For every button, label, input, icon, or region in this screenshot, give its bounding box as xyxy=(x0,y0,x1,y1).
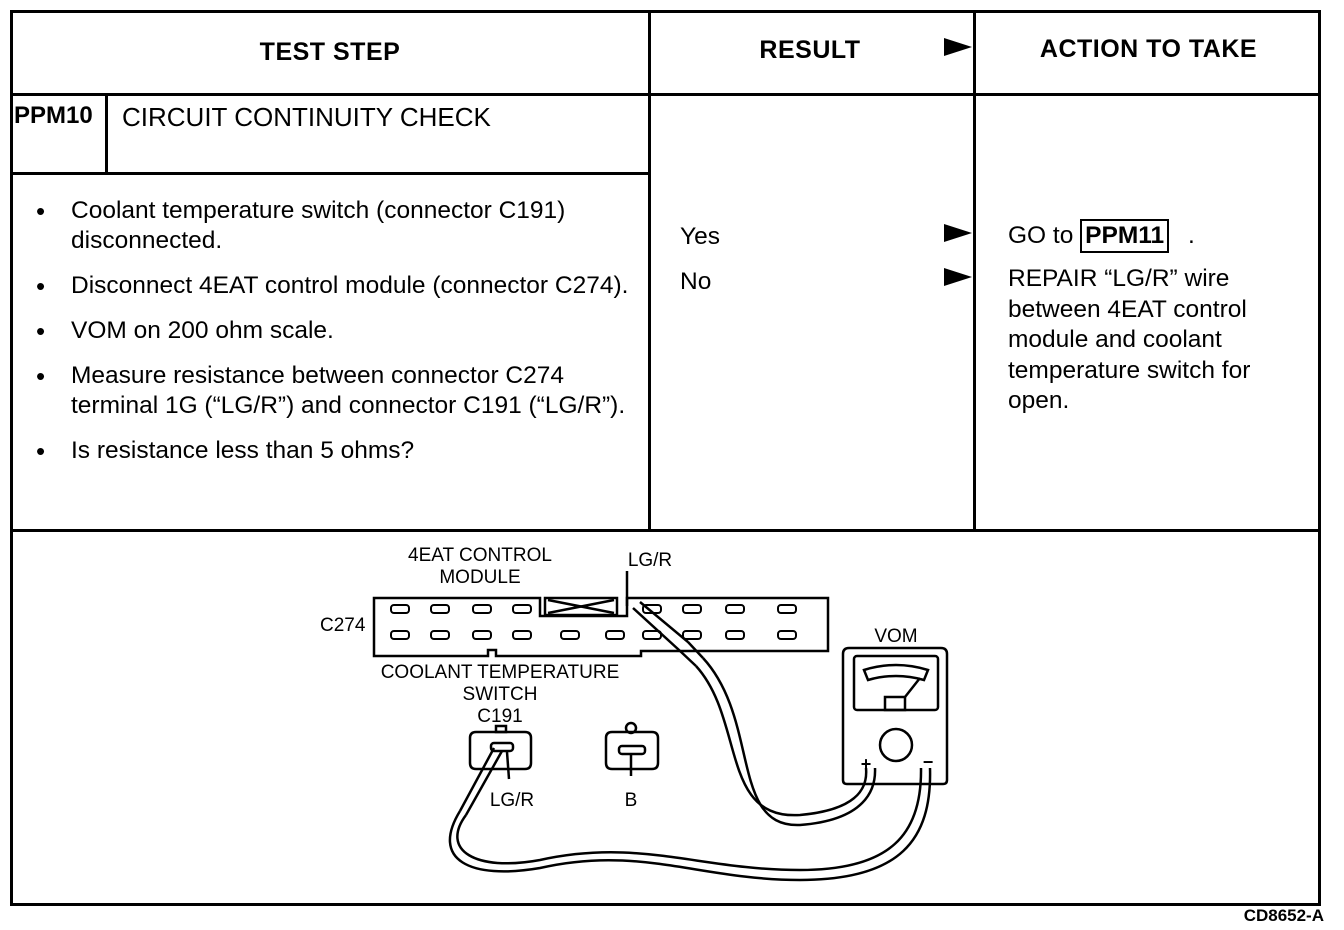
action-no: REPAIR “LG/R” wire between 4EAT control … xyxy=(1008,265,1251,414)
c274-pin xyxy=(682,604,702,614)
c191-connector xyxy=(468,730,533,771)
result-no-arrow-icon xyxy=(944,268,972,286)
header-divider xyxy=(10,93,1321,96)
b-connector xyxy=(604,730,660,771)
step-title: CIRCUIT CONTINUITY CHECK xyxy=(122,102,491,132)
c274-pin xyxy=(682,630,702,640)
vom-knob xyxy=(878,727,914,763)
instruction-item: Measure resistance between connector C27… xyxy=(36,361,636,421)
instruction-item: Disconnect 4EAT control module (connecto… xyxy=(36,271,636,301)
result-yes: Yes xyxy=(680,223,720,250)
result-no: No xyxy=(680,268,712,295)
c274-pin xyxy=(512,604,532,614)
step-title-divider xyxy=(10,172,650,175)
c274-pin xyxy=(390,604,410,614)
vom-plus: + xyxy=(861,754,872,774)
module-wire-label: LG/R xyxy=(628,550,672,571)
c274-label: C274 xyxy=(320,615,366,636)
b-wire-label: B xyxy=(625,790,638,811)
procedure-table xyxy=(10,10,1321,906)
instruction-item: Coolant temperature switch (connector C1… xyxy=(36,196,636,256)
action-yes-prefix: GO to xyxy=(1008,222,1074,249)
diagram-divider xyxy=(10,529,1321,532)
figure-code: CD8652-A xyxy=(1243,906,1324,925)
col-divider-action xyxy=(973,10,976,531)
c274-connector xyxy=(372,596,830,658)
switch-label: COOLANT TEMPERATURE xyxy=(381,662,620,683)
col-divider-result xyxy=(648,10,651,531)
step-instructions: Coolant temperature switch (connector C1… xyxy=(36,196,636,481)
header-arrow-icon xyxy=(944,38,972,56)
c274-pin xyxy=(390,630,410,640)
c274-pin xyxy=(472,630,492,640)
header-result: RESULT xyxy=(759,36,861,64)
step-id-divider xyxy=(105,95,108,174)
goto-step-link[interactable]: PPM11 xyxy=(1080,219,1170,253)
probe-c274 xyxy=(632,601,704,667)
vom-minus: − xyxy=(923,752,934,772)
c274-pin xyxy=(777,604,797,614)
c274-pin xyxy=(430,604,450,614)
c274-pin xyxy=(777,630,797,640)
action-yes: GO to PPM11 . xyxy=(1008,219,1308,253)
step-id: PPM10 xyxy=(14,102,93,129)
vom-label: VOM xyxy=(874,626,917,647)
probe-c191 xyxy=(458,747,504,816)
c274-pin xyxy=(560,630,580,640)
action-yes-suffix: . xyxy=(1187,222,1195,249)
vom-meter xyxy=(841,646,949,786)
lead-negative xyxy=(448,767,932,882)
c191-wire-label: LG/R xyxy=(490,790,534,811)
c274-pin xyxy=(430,630,450,640)
lead-positive xyxy=(695,665,868,817)
c274-key-block xyxy=(543,596,619,617)
c274-pin xyxy=(725,604,745,614)
c274-pin xyxy=(472,604,492,614)
instruction-item: Is resistance less than 5 ohms? xyxy=(36,436,636,466)
header-test-step: TEST STEP xyxy=(259,38,401,66)
c274-pin xyxy=(725,630,745,640)
c274-pin xyxy=(512,630,532,640)
switch-label-2: SWITCH xyxy=(463,684,538,705)
module-label: 4EAT CONTROL xyxy=(408,545,552,566)
result-yes-arrow-icon xyxy=(944,224,972,242)
instruction-item: VOM on 200 ohm scale. xyxy=(36,316,636,346)
module-label-2: MODULE xyxy=(439,567,520,588)
c191-label: C191 xyxy=(477,706,522,727)
header-action: ACTION TO TAKE xyxy=(1039,35,1258,63)
c274-pin xyxy=(605,630,625,640)
